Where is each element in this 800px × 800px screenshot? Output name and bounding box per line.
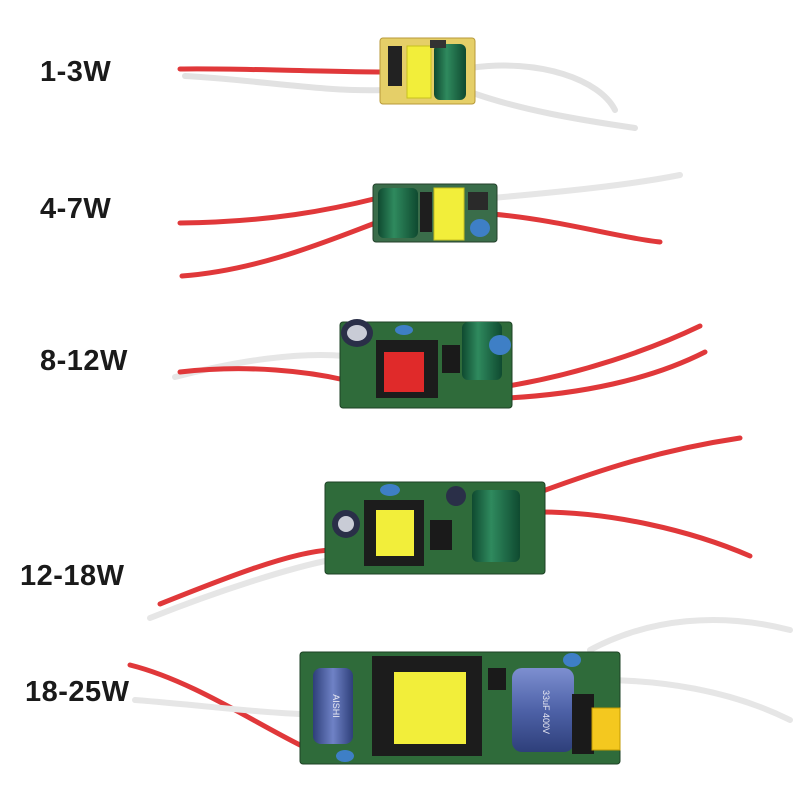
capacitor-top-ring (338, 516, 354, 532)
wire-red (537, 509, 753, 559)
wire-red (157, 547, 333, 607)
driver-4-12-18w (147, 435, 753, 621)
chip (442, 345, 460, 373)
label-driver-12-18w: 12-18W (20, 560, 125, 592)
fuse (591, 707, 621, 751)
wire-white (467, 62, 618, 113)
capacitor-value-text: 33uF 400V (541, 690, 551, 734)
wire-red (179, 219, 381, 279)
wire-white (182, 73, 388, 94)
safety-capacitor (336, 750, 354, 762)
wire-white (132, 697, 303, 717)
wire-white (587, 617, 793, 653)
transformer (384, 352, 424, 392)
label-driver-8-12w: 8-12W (40, 345, 128, 377)
capacitor (313, 668, 353, 744)
safety-capacitor (563, 653, 581, 667)
wire-white (597, 677, 793, 723)
capacitor-top (446, 486, 466, 506)
component (572, 694, 594, 754)
transformer (433, 187, 465, 241)
transformer (406, 45, 432, 99)
driver-2-4-7w (177, 172, 683, 279)
safety-capacitor (395, 325, 413, 335)
transformer (376, 510, 414, 556)
transformer (394, 672, 466, 744)
capacitor (472, 490, 520, 562)
wire-white (147, 557, 333, 621)
wire-red (127, 662, 303, 748)
capacitor (378, 188, 418, 238)
driver-3-8-12w (172, 319, 708, 409)
safety-capacitor (380, 484, 400, 496)
label-driver-18-25w: 18-25W (25, 676, 130, 708)
capacitor (434, 44, 466, 100)
wire-red (537, 435, 743, 495)
capacitor (462, 322, 502, 380)
component (468, 192, 488, 210)
chip (488, 668, 506, 690)
label-driver-4-7w: 4-7W (40, 193, 112, 225)
safety-capacitor (489, 335, 511, 355)
wire-red (177, 195, 381, 226)
wire-red (177, 366, 348, 383)
capacitor-top-ring (347, 325, 367, 341)
capacitor (512, 668, 574, 752)
wire-red (177, 66, 388, 75)
wire-white (467, 89, 638, 131)
component (430, 40, 446, 48)
chip (430, 520, 452, 550)
wire-red (505, 323, 703, 389)
wire-red (505, 349, 708, 401)
chip (420, 192, 432, 232)
wire-white (489, 172, 683, 201)
chip (388, 46, 402, 86)
wire-red (489, 211, 663, 245)
driver-1-3w (177, 37, 638, 131)
label-driver-1-3w: 1-3W (40, 56, 112, 88)
safety-capacitor (470, 219, 490, 237)
driver-5-18-25w: AISHI 33uF 400V (127, 617, 793, 765)
board-brand-text: AISHI (331, 694, 341, 718)
